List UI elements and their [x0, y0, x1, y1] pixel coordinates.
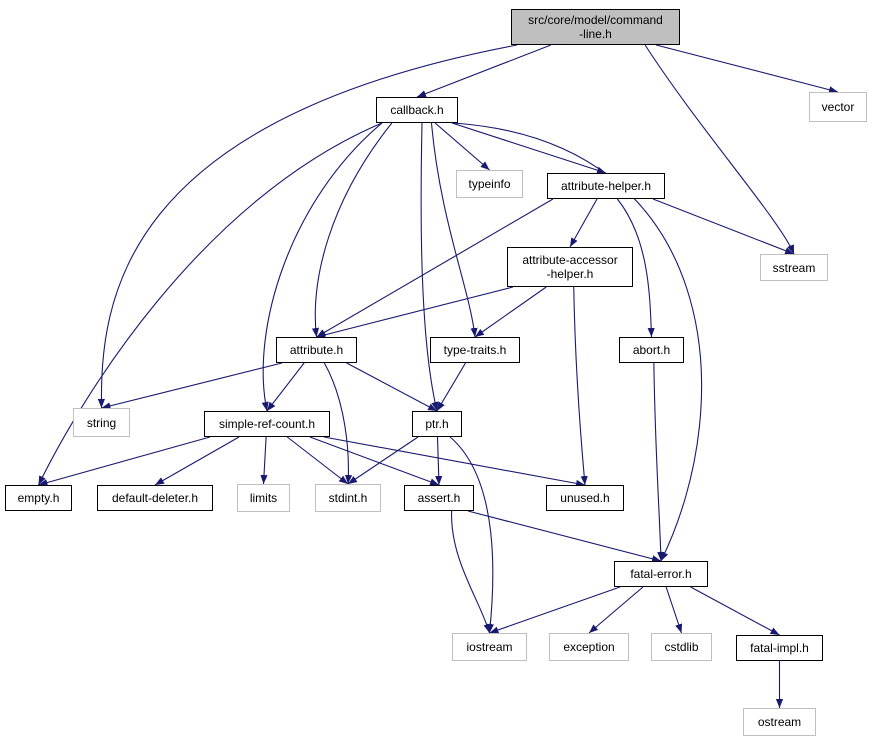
edge-fatal-error-to-exception — [588, 586, 644, 634]
edge-simple-ref-count-to-empty — [38, 436, 211, 487]
edge-callback-to-attribute-helper — [451, 122, 607, 174]
edge-assert-to-iostream — [451, 510, 491, 634]
node-label: typeinfo — [468, 177, 511, 191]
node-label: sstream — [772, 260, 816, 275]
node-label: limits — [249, 491, 278, 505]
edge-ptr-to-iostream — [449, 436, 495, 634]
edge-callback-to-empty — [38, 122, 383, 486]
node-limits: limits — [237, 484, 290, 512]
node-command-line: src/core/model/command -line.h — [511, 9, 680, 45]
edge-attribute-helper-to-attribute — [316, 198, 554, 338]
edge-callback-to-typeinfo — [434, 122, 490, 171]
node-type-traits[interactable]: type-traits.h — [430, 337, 520, 363]
edge-attribute-helper-to-abort — [616, 198, 655, 338]
node-label: iostream — [466, 640, 513, 654]
node-label: fatal-error.h — [630, 567, 692, 581]
edge-simple-ref-count-to-default-deleter — [154, 436, 240, 486]
edge-callback-to-simple-ref-count — [261, 122, 383, 412]
edge-attribute-helper-to-attribute-accessor-helper — [569, 198, 598, 248]
node-vector: vector — [809, 92, 867, 122]
node-label: cstdlib — [664, 640, 699, 654]
node-label: unused.h — [560, 491, 610, 505]
node-fatal-impl[interactable]: fatal-impl.h — [736, 635, 823, 661]
node-unused[interactable]: unused.h — [546, 485, 624, 511]
edge-attribute-to-stdint — [323, 362, 353, 485]
edge-type-traits-to-ptr — [436, 362, 466, 412]
node-exception: exception — [549, 633, 629, 661]
edge-attribute-to-string — [101, 362, 283, 410]
node-typeinfo: typeinfo — [456, 170, 523, 198]
node-abort[interactable]: abort.h — [619, 337, 684, 363]
edge-attribute-accessor-helper-to-unused — [573, 286, 588, 486]
node-label: default-deleter.h — [111, 491, 199, 505]
node-empty[interactable]: empty.h — [5, 485, 72, 511]
node-fatal-error[interactable]: fatal-error.h — [614, 561, 708, 587]
edge-attribute-to-ptr — [346, 362, 438, 412]
edge-fatal-error-to-fatal-impl — [690, 586, 780, 636]
node-stdint: stdint.h — [315, 484, 381, 512]
edge-fatal-error-to-cstdlib — [665, 586, 683, 634]
node-string: string — [73, 408, 130, 437]
node-label: stdint.h — [328, 491, 368, 505]
node-label: type-traits.h — [443, 343, 507, 357]
node-attribute-accessor-helper[interactable]: attribute-accessor -helper.h — [507, 247, 633, 287]
node-label: attribute.h — [289, 343, 344, 357]
node-assert[interactable]: assert.h — [404, 485, 474, 511]
node-label: ostream — [757, 715, 802, 729]
node-callback[interactable]: callback.h — [376, 97, 458, 123]
node-default-deleter[interactable]: default-deleter.h — [97, 485, 213, 511]
node-attribute-helper[interactable]: attribute-helper.h — [547, 173, 665, 199]
node-label: vector — [821, 100, 855, 114]
edge-command-line-to-callback — [416, 44, 552, 98]
node-label: exception — [563, 640, 615, 654]
edge-callback-to-type-traits — [430, 122, 478, 338]
edge-attribute-accessor-helper-to-type-traits — [474, 286, 547, 338]
node-ptr[interactable]: ptr.h — [412, 411, 462, 437]
node-sstream: sstream — [760, 254, 828, 281]
edge-fatal-error-to-iostream — [489, 586, 621, 634]
edge-ptr-to-assert — [435, 436, 443, 486]
edge-callback-to-fatal-error — [451, 122, 703, 562]
node-label: fatal-impl.h — [750, 641, 809, 655]
node-label: ptr.h — [425, 417, 449, 431]
edge-simple-ref-count-to-unused — [323, 436, 586, 487]
node-label: callback.h — [390, 103, 444, 117]
node-simple-ref-count[interactable]: simple-ref-count.h — [204, 411, 330, 437]
edge-command-line-to-sstream — [644, 44, 795, 255]
node-label: attribute-helper.h — [560, 179, 652, 193]
edge-command-line-to-string — [97, 44, 518, 409]
edge-attribute-helper-to-sstream — [652, 198, 795, 255]
node-label: abort.h — [632, 343, 671, 357]
node-label: assert.h — [417, 491, 461, 505]
edge-assert-to-fatal-error — [467, 510, 662, 563]
edge-command-line-to-vector — [655, 44, 839, 94]
edge-attribute-to-simple-ref-count — [266, 362, 305, 412]
node-label: empty.h — [17, 491, 60, 505]
edge-simple-ref-count-to-limits — [260, 436, 268, 485]
node-iostream: iostream — [452, 633, 527, 661]
node-label: attribute-accessor -helper.h — [522, 253, 618, 281]
edge-simple-ref-count-to-assert — [309, 436, 440, 486]
node-attribute[interactable]: attribute.h — [276, 337, 357, 363]
node-label: string — [86, 415, 117, 430]
node-label: src/core/model/command -line.h — [528, 13, 663, 41]
edge-ptr-to-stdint — [347, 436, 419, 485]
node-label: simple-ref-count.h — [218, 417, 316, 431]
node-cstdlib: cstdlib — [651, 633, 712, 661]
edge-abort-to-fatal-error — [653, 362, 665, 562]
edge-simple-ref-count-to-stdint — [286, 436, 349, 485]
node-ostream: ostream — [743, 708, 816, 736]
edge-callback-to-attribute — [311, 122, 393, 338]
edge-callback-to-ptr — [420, 122, 439, 412]
edge-attribute-accessor-helper-to-attribute — [316, 286, 514, 339]
